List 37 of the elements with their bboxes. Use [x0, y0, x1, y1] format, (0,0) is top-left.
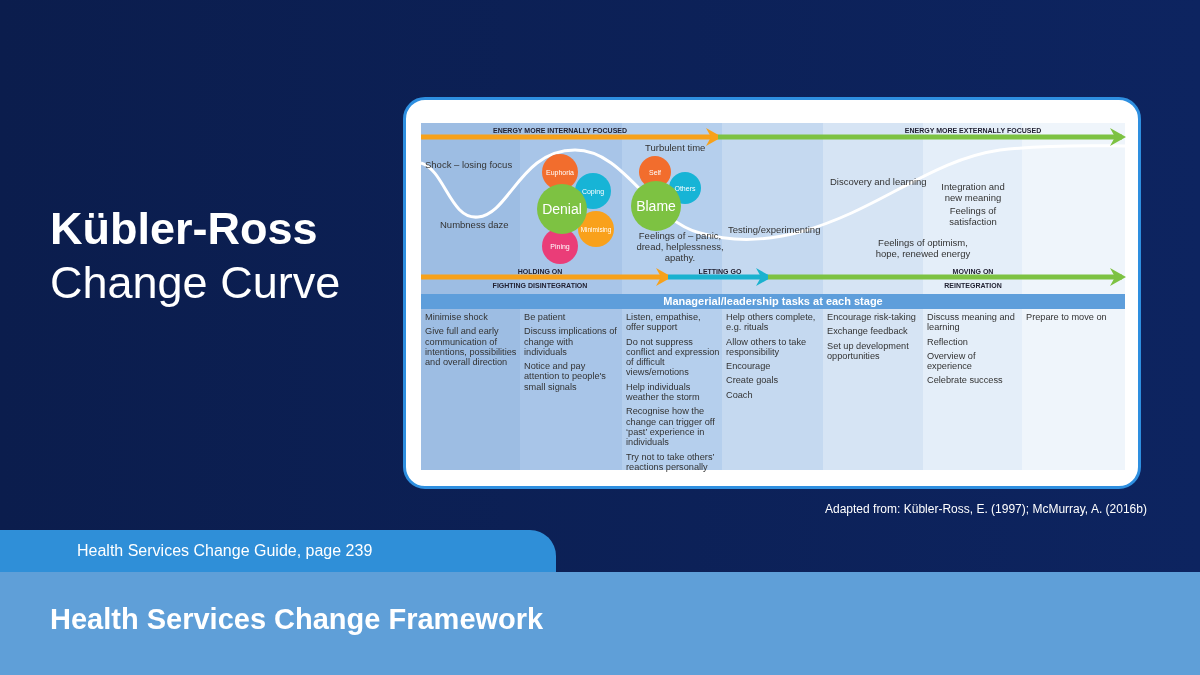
task-text: Celebrate success [927, 375, 1004, 386]
task-text: Discuss implications of change with individuals [524, 326, 618, 358]
task-text: Set up development opportunities [827, 340, 910, 362]
task-text: Prepare to move on [1026, 312, 1108, 323]
curve-label: Testing/experimenting [728, 225, 822, 236]
curve-label: Turbulent time [645, 143, 707, 154]
task-text: Be patient [524, 312, 567, 323]
task-text: Listen, empathise, offer support [626, 312, 702, 333]
guide-reference: Health Services Change Guide, page 239 [77, 542, 373, 560]
task-text: Allow others to take responsibility [726, 336, 808, 358]
task-text: Recognise how the change can trigger off ‘past’ experience in individuals [626, 406, 716, 448]
curve-label: Numbness daze [440, 220, 510, 231]
framework-title: Health Services Change Framework [50, 603, 544, 636]
task-text: Overview of experience [927, 350, 977, 372]
curve-label: Shock – losing focus [425, 160, 514, 171]
task-text: Minimise shock [425, 312, 489, 323]
task-text: Give full and early communication of intentions, possibilities and overall direction [425, 326, 518, 368]
task-text: Try not to take others’ reactions personally [626, 451, 716, 473]
task-text: Exchange feedback [827, 326, 909, 337]
source-caption: Adapted from: Kübler-Ross, E. (1997); McMurray, A. (2016b) [825, 502, 1147, 516]
curve-label: Discovery and learning [830, 177, 928, 188]
task-text: Do not suppress conflict and expression of difficult views/emotions [626, 336, 720, 378]
curve-label: Feelings of optimism, hope, renewed energy [874, 238, 972, 260]
task-text: Discuss meaning and learning [927, 312, 1016, 333]
task-text: Reflection [927, 336, 969, 347]
task-text: Create goals [726, 375, 780, 386]
table-header: Managerial/leadership tasks at each stage [421, 294, 1125, 309]
task-text: Encourage [726, 361, 772, 372]
curve-label: Integration and new meaning [940, 182, 1006, 204]
curve-label: Feelings of satisfaction [948, 206, 998, 228]
task-text: Notice and pay attention to people's small signals [524, 361, 607, 393]
curve-label: Feelings of – panic, dread, helplessness, apathy. [635, 231, 725, 264]
task-text: Encourage risk-taking [827, 312, 917, 323]
task-text: Help individuals weather the storm [626, 381, 701, 403]
task-text: Help others complete, e.g. rituals [726, 312, 817, 333]
slide-title: Kübler-Ross Change Curve [50, 202, 342, 310]
task-text: Coach [726, 389, 754, 401]
